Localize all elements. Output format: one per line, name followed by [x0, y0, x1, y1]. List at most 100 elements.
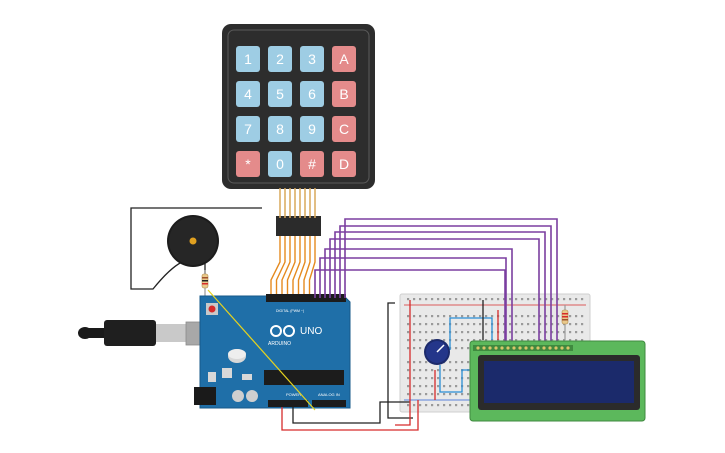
key-label: 0: [276, 156, 284, 172]
breadboard-hole: [473, 339, 476, 342]
breadboard-hole: [449, 361, 452, 364]
breadboard-hole: [575, 331, 578, 334]
breadboard-hole: [437, 331, 440, 334]
key-4[interactable]: 4: [236, 81, 260, 107]
lcd-pin: [482, 346, 486, 350]
breadboard-hole: [557, 339, 560, 342]
breadboard-hole: [467, 323, 470, 326]
lcd-pin: [506, 346, 510, 350]
breadboard-hole: [413, 377, 416, 380]
key-D[interactable]: D: [332, 151, 356, 177]
breadboard-hole: [461, 339, 464, 342]
breadboard-hole: [581, 315, 584, 318]
breadboard-hole: [509, 331, 512, 334]
lcd-pin: [512, 346, 516, 350]
keypad-ribbon: [276, 188, 321, 236]
breadboard-hole: [533, 298, 536, 301]
key-2[interactable]: 2: [268, 46, 292, 72]
breadboard-hole: [545, 331, 548, 334]
key-6[interactable]: 6: [300, 81, 324, 107]
key-3[interactable]: 3: [300, 46, 324, 72]
breadboard-hole: [485, 315, 488, 318]
piezo-buzzer: [167, 215, 219, 267]
lcd-16x2: [469, 340, 646, 422]
breadboard-hole: [425, 298, 428, 301]
key-label: #: [308, 156, 316, 172]
key-5[interactable]: 5: [268, 81, 292, 107]
breadboard-hole: [455, 323, 458, 326]
breadboard-hole: [443, 377, 446, 380]
breadboard-hole: [437, 377, 440, 380]
key-A[interactable]: A: [332, 46, 356, 72]
breadboard-hole: [485, 339, 488, 342]
breadboard-hole: [425, 315, 428, 318]
breadboard-hole: [467, 361, 470, 364]
key-C[interactable]: C: [332, 116, 356, 142]
breadboard-hole: [407, 298, 410, 301]
key-8[interactable]: 8: [268, 116, 292, 142]
breadboard-hole: [467, 393, 470, 396]
breadboard-hole: [431, 404, 434, 407]
breadboard-hole: [563, 298, 566, 301]
key-0[interactable]: 0: [268, 151, 292, 177]
breadboard-hole: [479, 323, 482, 326]
lcd-pin: [518, 346, 522, 350]
breadboard-hole: [557, 298, 560, 301]
breadboard-hole: [497, 339, 500, 342]
breadboard-hole: [449, 385, 452, 388]
orange-wire: [297, 236, 306, 298]
breadboard-hole: [569, 331, 572, 334]
breadboard-hole: [419, 361, 422, 364]
breadboard-hole: [419, 323, 422, 326]
arduino-logo-icon: [270, 325, 295, 337]
power-wires: [281, 300, 499, 431]
breadboard-hole: [419, 385, 422, 388]
orange-wire: [286, 236, 296, 298]
breadboard-hole: [419, 404, 422, 407]
breadboard-hole: [449, 298, 452, 301]
key-B[interactable]: B: [332, 81, 356, 107]
breadboard-hole: [581, 298, 584, 301]
breadboard-hole: [407, 315, 410, 318]
breadboard-hole: [557, 331, 560, 334]
breadboard-hole: [569, 323, 572, 326]
breadboard-hole: [575, 339, 578, 342]
breadboard-hole: [419, 393, 422, 396]
breadboard-hole: [485, 298, 488, 301]
breadboard-hole: [419, 347, 422, 350]
key-label: 8: [276, 121, 284, 137]
breadboard-hole: [407, 361, 410, 364]
key-label: D: [339, 156, 349, 172]
breadboard-hole: [419, 369, 422, 372]
potentiometer: [424, 339, 450, 365]
breadboard-hole: [461, 347, 464, 350]
breadboard-hole: [431, 369, 434, 372]
key-1[interactable]: 1: [236, 46, 260, 72]
breadboard-hole: [575, 298, 578, 301]
breadboard-hole: [431, 393, 434, 396]
breadboard-hole: [461, 393, 464, 396]
breadboard-hole: [431, 331, 434, 334]
breadboard-hole: [551, 331, 554, 334]
breadboard-hole: [521, 323, 524, 326]
breadboard-hole: [443, 323, 446, 326]
breadboard-hole: [575, 315, 578, 318]
breadboard-hole: [437, 385, 440, 388]
key-*[interactable]: *: [236, 151, 260, 177]
breadboard-hole: [521, 331, 524, 334]
breadboard-hole: [425, 404, 428, 407]
arduino-model-label: UNO: [300, 326, 322, 337]
key-#[interactable]: #: [300, 151, 324, 177]
key-7[interactable]: 7: [236, 116, 260, 142]
breadboard-hole: [443, 385, 446, 388]
breadboard-hole: [437, 315, 440, 318]
breadboard-hole: [569, 315, 572, 318]
breadboard-hole: [497, 298, 500, 301]
breadboard-hole: [431, 385, 434, 388]
purple-wire: [324, 248, 513, 346]
key-9[interactable]: 9: [300, 116, 324, 142]
breadboard-hole: [485, 331, 488, 334]
breadboard-hole: [455, 385, 458, 388]
keypad-to-arduino-wires: [270, 236, 316, 298]
